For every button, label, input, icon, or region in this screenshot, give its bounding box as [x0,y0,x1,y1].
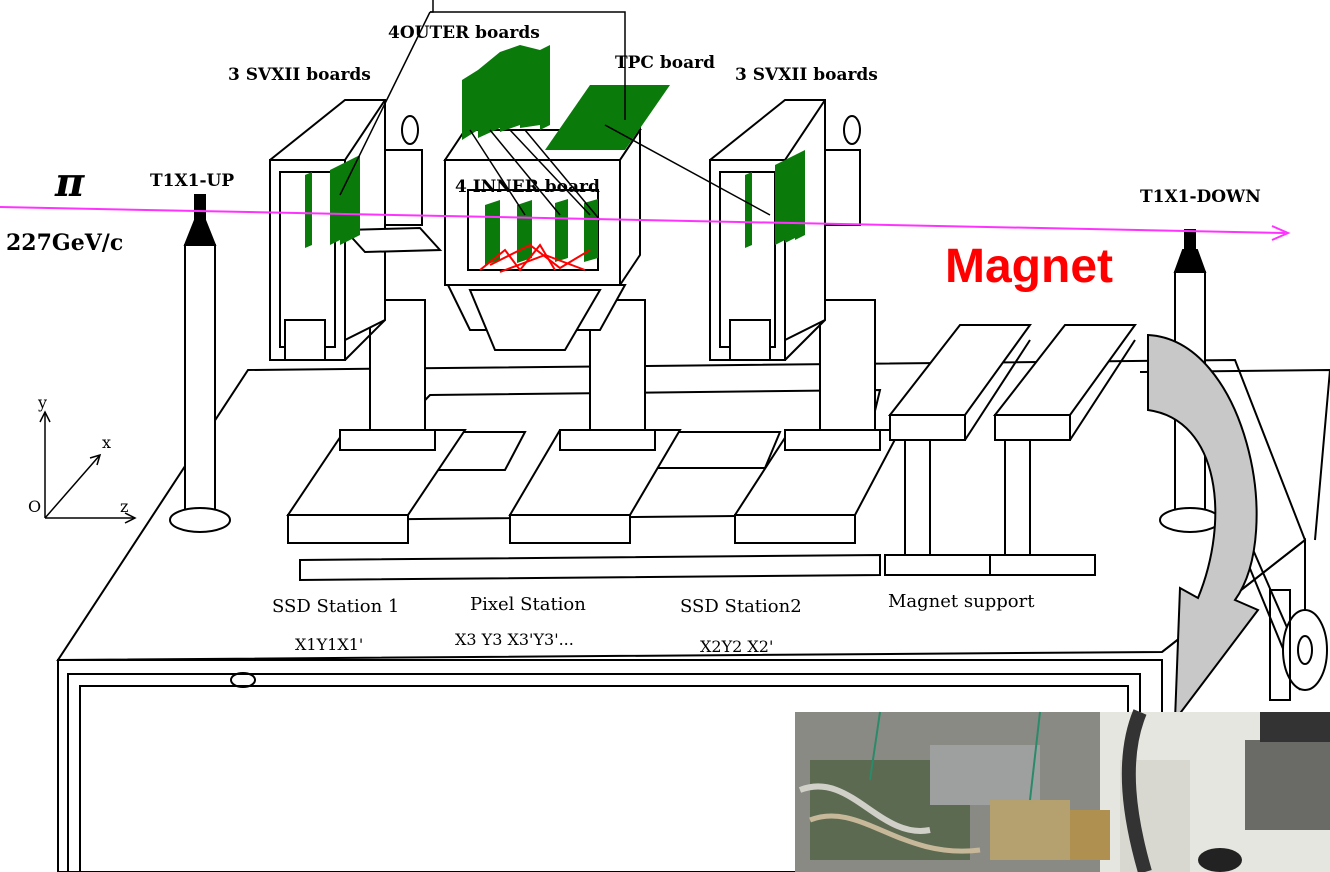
t1x1-up-counter [169,194,231,533]
label-inner-board: 4 INNER board [455,177,600,197]
beam-line [0,206,1291,241]
label-planes-1: X1Y1X1' [295,635,363,654]
label-ssd-station-1: SSD Station 1 [272,596,399,617]
beam-particle: π [54,159,85,206]
axis-label-x: x [102,433,111,452]
setup-photo [795,709,1330,872]
axis-label-origin: O [28,497,41,516]
outer-boards [462,45,550,140]
label-ssd-station-2: SSD Station2 [680,596,802,617]
photo-pointer-arrow [1147,333,1260,724]
label-t1x1-up: T1X1-UP [150,171,234,191]
axis-label-z: z [120,497,128,516]
label-magnet: Magnet [945,240,1113,293]
label-tpc-board: TPC board [615,53,715,73]
label-planes-2: X2Y2 X2' [700,637,773,656]
beam-momentum: 227GeV/c [6,230,123,256]
label-magnet-support: Magnet support [888,591,1035,612]
inner-cables [479,243,591,273]
callout-lines [339,0,771,221]
coordinate-axes [39,410,137,524]
label-svx-left: 3 SVXII boards [228,65,371,85]
label-outer-boards: 4OUTER boards [388,23,540,43]
label-pixel-station: Pixel Station [470,594,586,615]
station-base [286,388,902,582]
label-svx-right: 3 SVXII boards [735,65,878,85]
magnet-support [884,324,1137,576]
tpc-board [545,85,670,150]
label-planes-pixel: X3 Y3 X3'Y3'... [455,630,574,649]
label-t1x1-down: T1X1-DOWN [1140,187,1261,207]
axis-label-y: y [37,393,47,412]
